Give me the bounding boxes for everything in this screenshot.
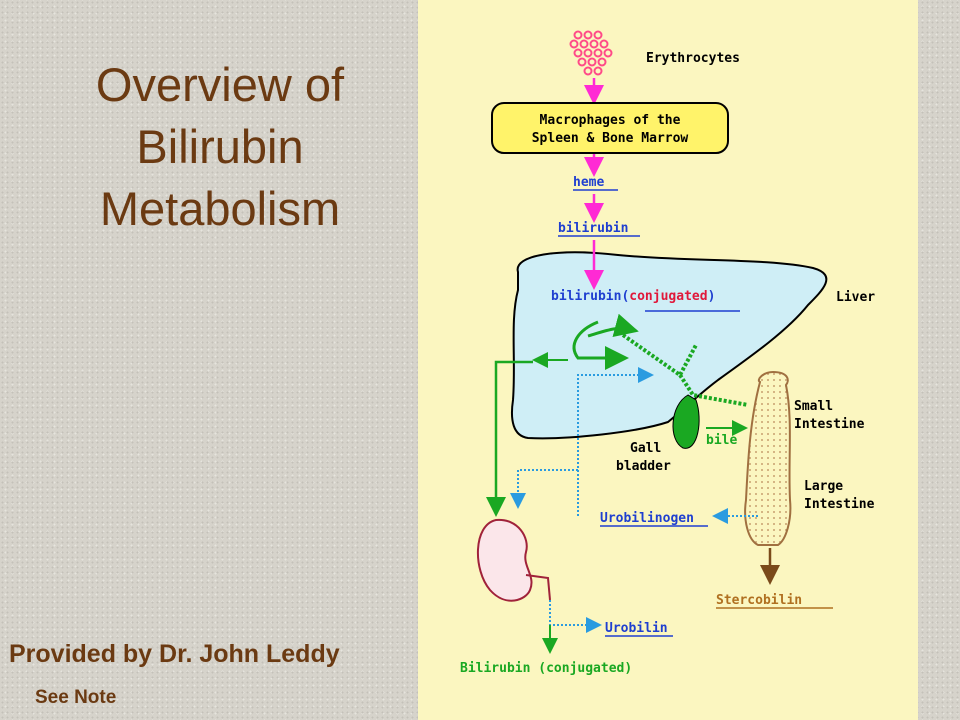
urobilin-label: Urobilin	[605, 621, 668, 636]
intestine-shape	[744, 370, 792, 546]
arrow-urobilinogen-to-liver	[577, 367, 654, 516]
bilirubin-diagram: Erythrocytes Macrophages of the Spleen &…	[460, 30, 875, 676]
ureter	[525, 574, 551, 601]
small-intestine-label-1: Small	[794, 399, 833, 414]
liver-shape	[510, 251, 828, 440]
green-arrow-liver-inner	[572, 320, 629, 370]
macrophages-label-1: Macrophages of the	[540, 113, 681, 128]
bilirubin-label: bilirubin	[558, 221, 628, 236]
credit-text: Provided by Dr. John Leddy	[9, 640, 340, 668]
title-line-2: Bilirubin	[136, 120, 304, 173]
macrophages-label-2: Spleen & Bone Marrow	[532, 131, 689, 146]
small-intestine-label-2: Intestine	[794, 417, 865, 432]
arrow-urobilinogen-to-kidney	[510, 469, 578, 509]
bilirubin-conjugated-urine-label: Bilirubin (conjugated)	[460, 661, 632, 676]
macrophages-box	[491, 102, 729, 154]
gall-bladder-shape	[672, 394, 700, 449]
gall-bladder-label-2: bladder	[616, 459, 671, 474]
gall-bladder-label-1: Gall	[630, 441, 661, 456]
green-arrow-liver-loop	[587, 313, 639, 338]
erythrocytes-label: Erythrocytes	[646, 51, 740, 66]
bilirubin-liver-label: bilirubin(conjugated)	[551, 289, 715, 304]
bile-duct	[621, 333, 749, 407]
heme-label: heme	[573, 175, 604, 190]
arrow-to-urobilin	[549, 600, 602, 633]
arrow-liver-to-kidney	[486, 360, 533, 517]
erythrocytes-icon	[569, 30, 613, 76]
urobilinogen-label: Urobilinogen	[600, 511, 694, 526]
kidney-shape	[477, 518, 533, 602]
title-line-1: Overview of	[95, 58, 345, 111]
liver-label: Liver	[836, 290, 875, 305]
bile-label: bile	[706, 433, 737, 448]
see-note-text: See Note	[35, 687, 117, 708]
large-intestine-label-2: Intestine	[804, 497, 875, 512]
large-intestine-label-1: Large	[804, 479, 843, 494]
title-line-3: Metabolism	[99, 182, 341, 235]
page-title: Overview of Bilirubin Metabolism	[40, 54, 400, 240]
stercobilin-label: Stercobilin	[716, 593, 802, 608]
diagram-panel: Erythrocytes Macrophages of the Spleen &…	[418, 0, 918, 720]
